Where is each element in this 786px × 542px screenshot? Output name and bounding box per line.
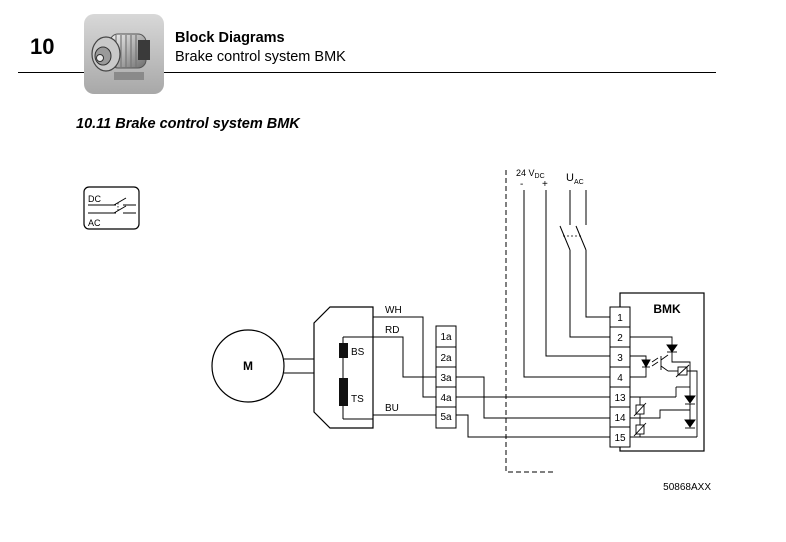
wire-label-wh: WH: [385, 305, 402, 316]
bmk-title: BMK: [653, 302, 681, 316]
bmk-terminal-14: 14: [614, 413, 626, 424]
wire-label-rd: RD: [385, 325, 399, 336]
coil-bs: [339, 343, 348, 358]
bmk-terminal-13: 13: [614, 393, 626, 404]
chapter-title: Block Diagrams: [175, 30, 285, 46]
coil-bs-label: BS: [351, 347, 365, 358]
bmk-internal-circuit: [630, 336, 698, 438]
coil-ts-label: TS: [351, 394, 364, 405]
bmk-terminal-1: 1: [617, 313, 623, 324]
supply-ac-label: UAC: [566, 172, 584, 186]
chapter-subtitle: Brake control system BMK: [175, 49, 346, 65]
dc-ac-switch-icon: DC AC: [83, 186, 140, 230]
dc-plus-label: +: [542, 179, 548, 190]
terminal-block: 1a 2a 3a 4a 5a: [435, 325, 457, 429]
motor: M: [211, 329, 285, 403]
coil-ts: [339, 378, 348, 406]
terminal-3a: 3a: [440, 373, 452, 384]
dc-label: DC: [88, 194, 101, 204]
motor-icon: [84, 14, 164, 94]
bmk-module: BMK 1 2 3 4 13 14 15: [609, 292, 705, 452]
bmk-terminal-15: 15: [614, 433, 626, 444]
bmk-terminal-2: 2: [617, 333, 623, 344]
wire-label-bu: BU: [385, 403, 399, 414]
header-rule: [18, 72, 716, 73]
supply-dc-label: 24 VDC: [516, 168, 545, 180]
figure-code: 50868AXX: [663, 482, 711, 493]
dc-minus-label: -: [520, 179, 523, 190]
section-heading: 10.11 Brake control system BMK: [76, 116, 300, 132]
terminal-1a: 1a: [440, 332, 452, 343]
bmk-terminal-3: 3: [617, 353, 623, 364]
terminal-5a: 5a: [440, 412, 452, 423]
ac-label: AC: [88, 218, 101, 228]
motor-label: M: [243, 359, 253, 373]
bmk-terminal-4: 4: [617, 373, 623, 384]
terminal-4a: 4a: [440, 393, 452, 404]
chapter-number: 10: [30, 34, 55, 59]
terminal-2a: 2a: [440, 353, 452, 364]
